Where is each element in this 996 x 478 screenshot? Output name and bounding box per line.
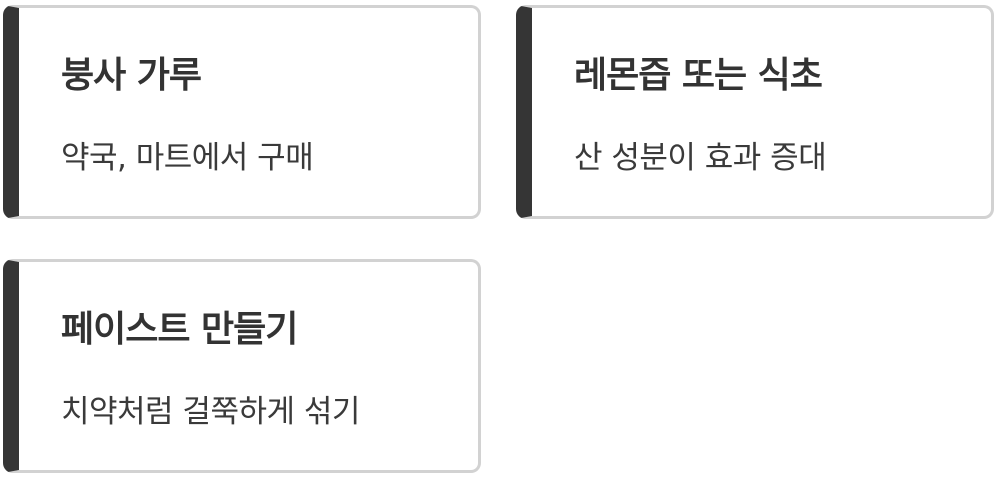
card-title: 페이스트 만들기 <box>61 309 298 350</box>
card-description: 치약처럼 걸쭉하게 섞기 <box>61 394 360 430</box>
info-card-lemon-juice-or-vinegar: 레몬즙 또는 식초 산 성분이 효과 증대 <box>516 5 994 219</box>
info-card-make-paste: 페이스트 만들기 치약처럼 걸쭉하게 섞기 <box>3 259 481 473</box>
card-description: 약국, 마트에서 구매 <box>61 140 314 176</box>
info-card-borax-powder: 붕사 가루 약국, 마트에서 구매 <box>3 5 481 219</box>
card-title: 레몬즙 또는 식초 <box>574 55 823 96</box>
card-title: 붕사 가루 <box>61 55 202 96</box>
card-description: 산 성분이 효과 증대 <box>574 140 827 176</box>
